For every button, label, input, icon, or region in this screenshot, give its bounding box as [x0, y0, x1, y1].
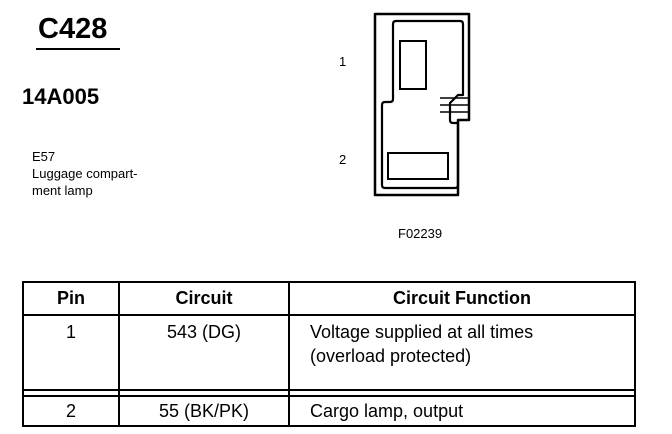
function-line: (overload protected)	[310, 346, 472, 366]
function-line: Voltage supplied at all times	[310, 322, 534, 342]
table-row: 2 55 (BK/PK) Cargo lamp, output	[22, 395, 636, 427]
pinout-table: Pin Circuit Circuit Function 1 543 (DG) …	[22, 281, 636, 427]
pin-cell: 1	[22, 314, 120, 391]
header-circuit: Circuit	[118, 281, 290, 316]
function-cell: Cargo lamp, output	[288, 395, 636, 427]
connector-id: C428	[38, 13, 108, 45]
pin-marker-2: 2	[339, 152, 347, 167]
function-cell: Voltage supplied at all times (overload …	[288, 314, 636, 391]
table-header-row: Pin Circuit Circuit Function	[22, 281, 636, 316]
connector-face-diagram	[373, 12, 471, 197]
part-number: 14A005	[22, 84, 100, 109]
table-row-divider	[22, 389, 636, 397]
pin-cell: 2	[22, 395, 120, 427]
figure-code: F02239	[398, 226, 443, 241]
component-description: Luggage compart- ment lamp	[32, 166, 138, 198]
circuit-cell: 55 (BK/PK)	[118, 395, 290, 427]
component-code: E57	[32, 149, 56, 164]
header-circuit-function: Circuit Function	[288, 281, 636, 316]
connector-id-underline	[36, 48, 120, 50]
function-line: Cargo lamp, output	[310, 401, 464, 421]
pin-1-cavity	[399, 40, 427, 90]
circuit-cell: 543 (DG)	[118, 314, 290, 391]
table-row: 1 543 (DG) Voltage supplied at all times…	[22, 314, 636, 391]
pin-marker-1: 1	[339, 54, 347, 69]
pin-2-cavity	[387, 152, 449, 180]
header-pin: Pin	[22, 281, 120, 316]
